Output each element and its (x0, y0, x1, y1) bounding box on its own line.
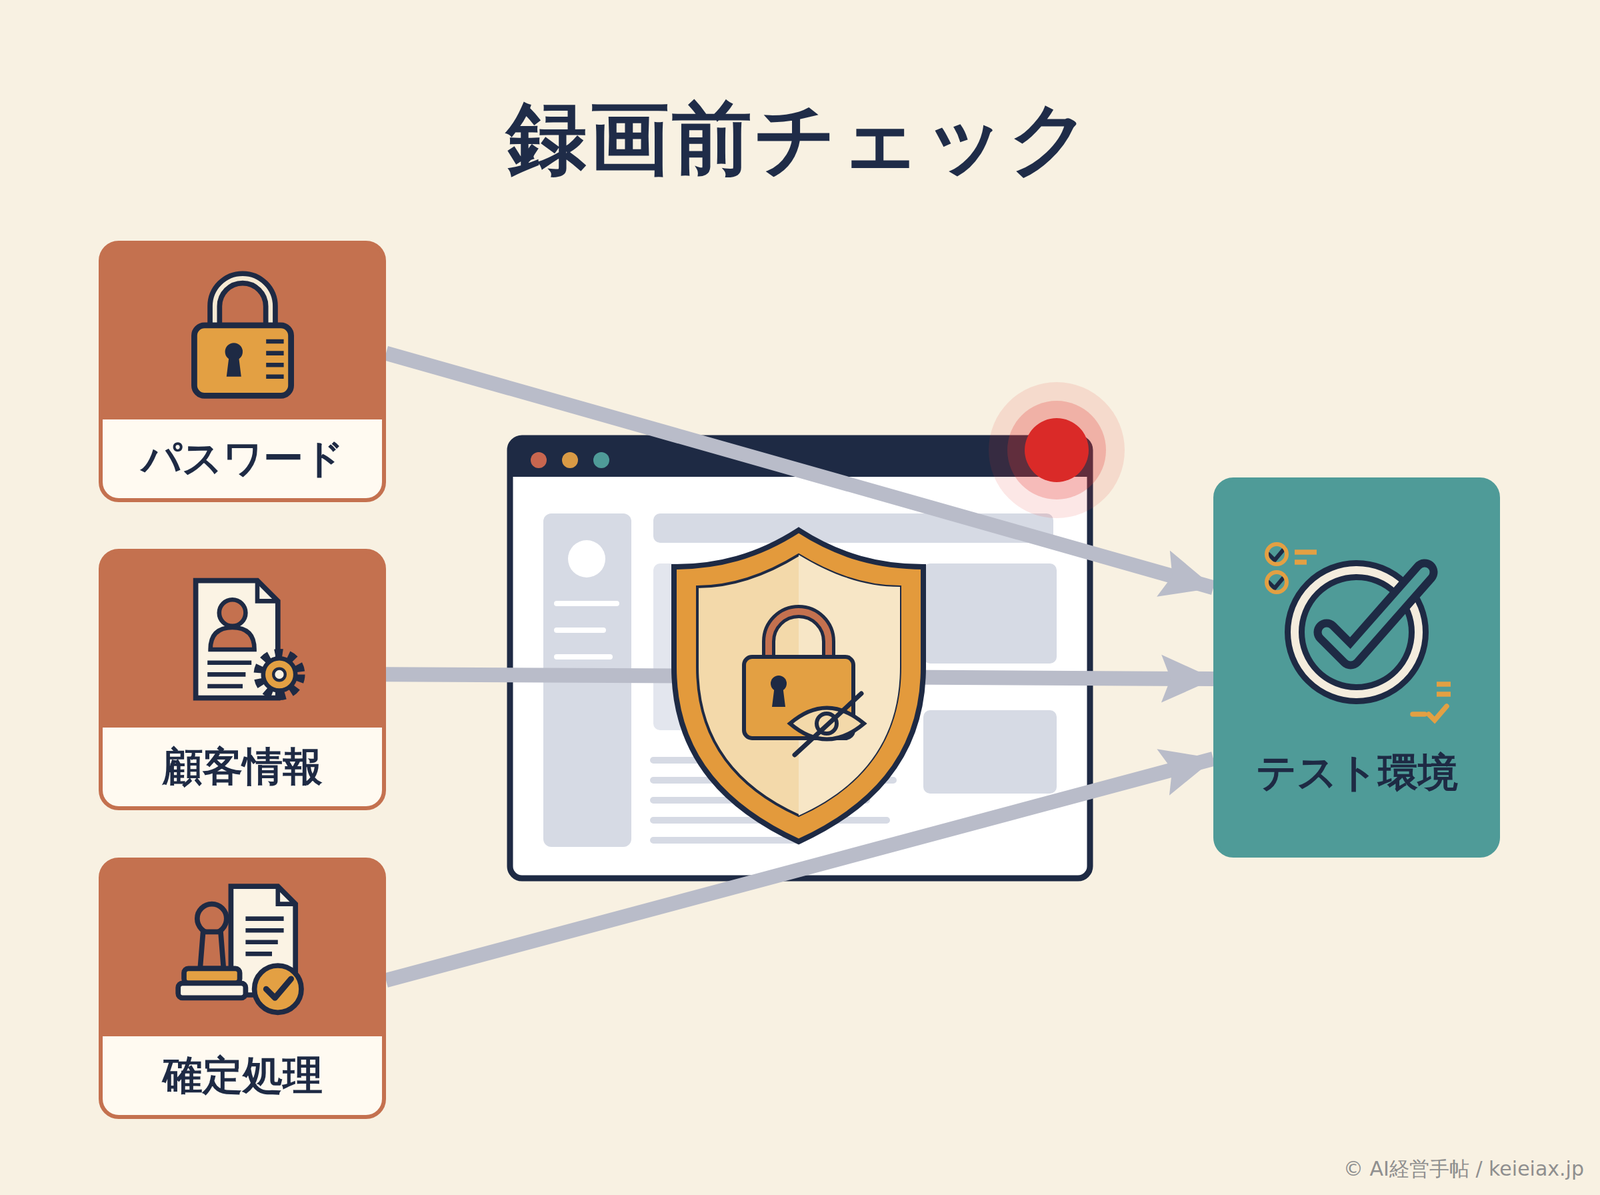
node-icon (169, 260, 316, 408)
input-box: パスワード (98, 240, 386, 502)
title-wrap: 録画前チェック (0, 85, 1600, 194)
flow-arrow (386, 353, 1214, 588)
node-label: 顧客情報 (162, 740, 323, 794)
flow-arrow (386, 758, 1214, 980)
watermark: © AI経営手帖 / keieiax.jp (1343, 1156, 1584, 1180)
label-band: 顧客情報 (102, 727, 382, 806)
node-label: テスト環境 (1256, 746, 1458, 800)
result-box: テスト環境 (1213, 477, 1500, 858)
node-icon (1256, 528, 1457, 728)
label-band: パスワード (102, 419, 382, 498)
node-label: 確定処理 (162, 1048, 323, 1103)
node-icon (169, 877, 316, 1024)
node-label: パスワード (141, 432, 344, 486)
input-box: 顧客情報 (98, 548, 386, 810)
labels-wrap: © AI経営手帖 / keieiax.jp (1343, 1155, 1584, 1183)
label-band: 確定処理 (102, 1036, 382, 1115)
label-area: テスト環境 (1217, 742, 1496, 803)
input-box: 確定処理 (98, 857, 386, 1119)
title: 録画前チェック (506, 92, 1094, 185)
node-icon (169, 568, 316, 716)
flow-arrow (386, 674, 1214, 679)
